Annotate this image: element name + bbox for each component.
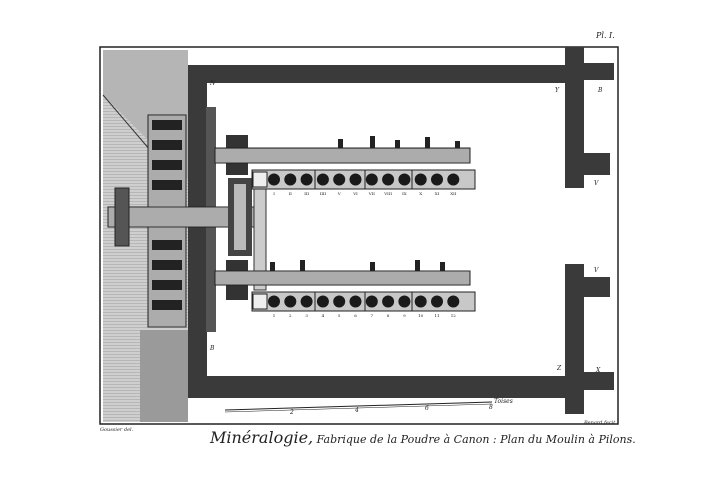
- mortar-hole: [300, 173, 313, 186]
- caption-subtitle: Fabrique de la Poudre à Canon : Plan du …: [316, 433, 636, 446]
- mortar-hole: [365, 173, 378, 186]
- mortar-label: 6: [354, 313, 357, 318]
- mortar-label: 4: [322, 313, 325, 318]
- mortar-label: X: [419, 191, 422, 196]
- mortar-hole: [431, 295, 443, 308]
- mortar-label: I: [273, 191, 275, 196]
- mortar-hole: [284, 173, 297, 186]
- scale-label: 2: [289, 409, 294, 416]
- mortar-hole: [333, 295, 346, 308]
- mortar-hole: [382, 173, 395, 186]
- plan-letter: B: [209, 345, 215, 352]
- mortar-label: 2: [289, 313, 292, 318]
- scale-unit: Toises: [494, 398, 513, 405]
- plan-letter: N: [209, 80, 216, 87]
- plate-caption: Minéralogie, Fabrique de la Poudre à Can…: [210, 428, 636, 447]
- mortar-label: VI: [352, 191, 358, 196]
- scale-bar: 2 4 6 8 Toises: [224, 398, 513, 416]
- mortar-label: XI: [435, 191, 440, 196]
- mortar-hole: [349, 173, 362, 186]
- mortar-hole: [414, 295, 427, 308]
- building-walls: [188, 47, 614, 414]
- scale-label: 4: [354, 407, 359, 414]
- trough-end-block: [252, 171, 268, 188]
- mortar-hole: [447, 295, 460, 308]
- mortar-label: 9: [403, 313, 406, 318]
- mortar-hole: [284, 295, 297, 308]
- mortar-hole: [382, 295, 395, 308]
- mortar-label: 5: [338, 313, 341, 318]
- mortar-label: IIII: [320, 191, 327, 196]
- mortar-hole: [414, 173, 427, 186]
- mortar-hole: [268, 173, 280, 186]
- plan-letter: V: [594, 267, 599, 274]
- mortar-label: II: [289, 191, 293, 196]
- mortar-label: III: [304, 191, 309, 196]
- plan-letter: Z: [556, 365, 562, 372]
- mortar-hole: [333, 173, 346, 186]
- plate-number: Pl. I.: [596, 31, 615, 40]
- mortar-label: VIII: [383, 191, 392, 196]
- mortar-hole: [447, 173, 460, 186]
- mortar-label: 10: [418, 313, 424, 318]
- mortar-label: 3: [305, 313, 308, 318]
- mortar-label: VII: [368, 191, 375, 196]
- mortar-label: V: [337, 191, 341, 196]
- caption-title: Minéralogie,: [210, 428, 314, 447]
- plan-letter: Y: [555, 87, 560, 94]
- mortar-hole: [300, 295, 313, 308]
- mortar-hole: [398, 173, 411, 186]
- mortar-hole: [316, 295, 329, 308]
- mortar-hole: [398, 295, 411, 308]
- upper-camshaft: [214, 136, 471, 164]
- mortar-label: XII: [450, 191, 456, 196]
- engraver-credit: Benard fecit: [584, 420, 616, 426]
- plan-letter: X: [595, 367, 601, 374]
- plate-frame: [99, 46, 619, 425]
- mortar-hole: [268, 295, 280, 308]
- mortar-label: 11: [434, 313, 439, 318]
- mortar-label: IX: [402, 191, 407, 196]
- scale-label: 6: [425, 405, 429, 412]
- mortar-hole: [365, 295, 378, 308]
- mortar-label: 7: [371, 313, 374, 318]
- mortar-label: 1: [273, 313, 276, 318]
- main-shaft: [107, 178, 259, 256]
- mortar-hole: [431, 173, 443, 186]
- lower-camshaft: [214, 260, 471, 286]
- mortar-hole: [349, 295, 362, 308]
- plan-letter: V: [594, 180, 599, 187]
- mortar-label: 12: [451, 313, 457, 318]
- plan-letter: B: [597, 87, 603, 94]
- mortar-label: 8: [387, 313, 390, 318]
- scale-label: 8: [489, 404, 493, 411]
- mortar-hole: [316, 173, 329, 186]
- draughtsman-credit: Goussier del.: [100, 427, 134, 433]
- trough-end-block: [252, 293, 268, 310]
